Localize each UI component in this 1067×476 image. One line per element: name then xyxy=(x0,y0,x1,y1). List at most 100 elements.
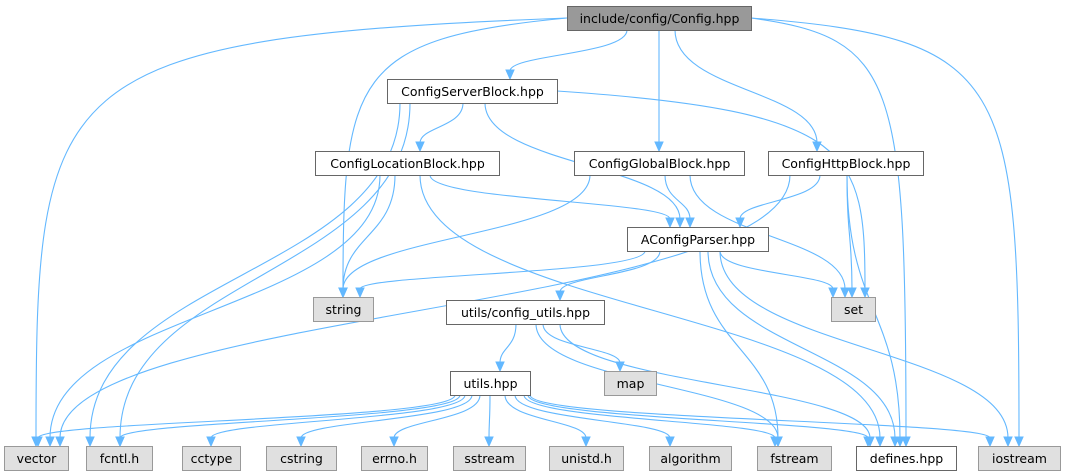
node-fstream: fstream xyxy=(757,446,832,471)
node-box xyxy=(831,297,876,322)
dependency-edge-aparser-to-iostream xyxy=(719,250,1009,439)
edge-arrowhead xyxy=(415,141,425,153)
edge-arrowhead xyxy=(55,436,65,448)
dependency-edge-location-to-string xyxy=(342,174,396,290)
edge-arrowhead xyxy=(847,287,857,299)
dependency-edge-location-to-vector xyxy=(49,174,381,439)
node-label: cstring xyxy=(280,451,323,466)
edge-arrowhead xyxy=(555,290,565,302)
node-defines[interactable]: defines.hpp xyxy=(856,446,957,471)
edge-arrowhead xyxy=(581,436,591,448)
dependency-edge-config-to-server xyxy=(509,29,628,72)
node-box xyxy=(450,371,531,396)
edge-arrowhead xyxy=(685,217,695,229)
edge-arrowhead xyxy=(770,436,780,448)
edge-arrowhead xyxy=(338,287,348,299)
node-server[interactable]: ConfigServerBlock.hpp xyxy=(387,79,558,104)
node-box xyxy=(856,446,957,471)
node-aparser[interactable]: AConfigParser.hpp xyxy=(627,227,769,252)
edge-arrowhead xyxy=(890,436,900,448)
node-box xyxy=(4,446,69,471)
node-label: string xyxy=(326,302,362,317)
node-label: ConfigLocationBlock.hpp xyxy=(330,156,485,171)
edge-arrowhead xyxy=(875,436,885,448)
node-label: fcntl.h xyxy=(100,451,139,466)
node-box xyxy=(266,446,337,471)
dependency-edge-config-to-vector xyxy=(35,17,568,439)
nodes-layer: include/config/Config.hppConfigServerBlo… xyxy=(4,6,1061,471)
node-label: ConfigGlobalBlock.hpp xyxy=(589,156,731,171)
node-map: map xyxy=(604,371,657,396)
node-config[interactable]: include/config/Config.hpp xyxy=(567,6,752,31)
edge-arrowhead xyxy=(901,436,911,448)
edge-arrowhead xyxy=(735,217,745,229)
dependency-edge-utils-to-defines xyxy=(527,394,869,439)
node-box xyxy=(86,446,153,471)
dependency-edge-utils-to-algorithm xyxy=(514,394,671,439)
node-sstream: sstream xyxy=(453,446,526,471)
edge-arrowhead xyxy=(115,436,125,448)
node-cutils[interactable]: utils/config_utils.hpp xyxy=(446,300,605,325)
edge-arrowhead xyxy=(1003,436,1013,448)
node-box xyxy=(315,151,500,176)
node-box xyxy=(549,446,624,471)
node-label: set xyxy=(844,302,863,317)
edge-arrowhead xyxy=(355,287,365,299)
node-global[interactable]: ConfigGlobalBlock.hpp xyxy=(574,151,745,176)
dependency-edge-aparser-to-defines xyxy=(707,250,896,439)
dependency-edge-server-to-set xyxy=(556,90,866,290)
node-algorithm: algorithm xyxy=(649,446,732,471)
dependency-edge-utils-to-cctype xyxy=(210,394,466,439)
node-box xyxy=(649,446,732,471)
edge-arrowhead xyxy=(505,69,515,81)
edge-arrowhead xyxy=(985,436,995,448)
dependency-edge-config-to-iostream xyxy=(750,17,1020,439)
dependency-edge-global-to-aparser xyxy=(664,174,691,220)
node-location[interactable]: ConfigLocationBlock.hpp xyxy=(315,151,500,176)
node-fcntl: fcntl.h xyxy=(86,446,153,471)
node-cctype: cctype xyxy=(182,446,241,471)
node-label: ConfigServerBlock.hpp xyxy=(401,84,544,99)
dependency-edge-config-to-defines xyxy=(750,17,907,439)
node-vector: vector xyxy=(4,446,69,471)
edge-arrowhead xyxy=(296,436,306,448)
node-unistd: unistd.h xyxy=(549,446,624,471)
node-box xyxy=(567,6,752,31)
edge-arrowhead xyxy=(654,141,664,153)
node-label: ConfigHttpBlock.hpp xyxy=(782,156,911,171)
node-label: sstream xyxy=(464,451,514,466)
edge-arrowhead xyxy=(863,436,873,448)
edge-arrowhead xyxy=(675,217,685,229)
node-box xyxy=(978,446,1061,471)
node-label: fstream xyxy=(770,451,818,466)
node-box xyxy=(757,446,832,471)
node-set: set xyxy=(831,297,876,322)
node-label: include/config/Config.hpp xyxy=(580,11,740,26)
edge-arrowhead xyxy=(206,436,216,448)
dependency-edge-location-to-defines xyxy=(419,174,881,439)
edge-arrowhead xyxy=(840,287,850,299)
dependency-edge-aparser-to-cutils xyxy=(559,250,661,293)
dependency-edge-cutils-to-defines xyxy=(559,323,871,439)
dependency-edge-http-to-vector xyxy=(59,174,791,439)
node-http[interactable]: ConfigHttpBlock.hpp xyxy=(768,151,924,176)
edge-arrowhead xyxy=(45,436,55,448)
node-label: unistd.h xyxy=(561,451,612,466)
node-box xyxy=(768,151,924,176)
dependency-edge-cutils-to-utils xyxy=(499,323,517,364)
dependency-edge-global-to-string xyxy=(342,174,591,290)
edge-arrowhead xyxy=(33,436,43,448)
node-errno: errno.h xyxy=(361,446,428,471)
node-label: utils/config_utils.hpp xyxy=(461,305,590,320)
node-label: map xyxy=(617,376,645,391)
edge-arrowhead xyxy=(665,436,675,448)
dependency-edge-utils-to-cstring xyxy=(300,394,473,439)
dependency-edge-utils-to-errno xyxy=(393,394,481,439)
node-utils[interactable]: utils.hpp xyxy=(450,371,531,396)
node-label: defines.hpp xyxy=(870,451,943,466)
node-label: cctype xyxy=(191,451,233,466)
node-box xyxy=(453,446,526,471)
edge-arrowhead xyxy=(828,287,838,299)
dependency-edge-utils-to-iostream xyxy=(529,394,991,439)
